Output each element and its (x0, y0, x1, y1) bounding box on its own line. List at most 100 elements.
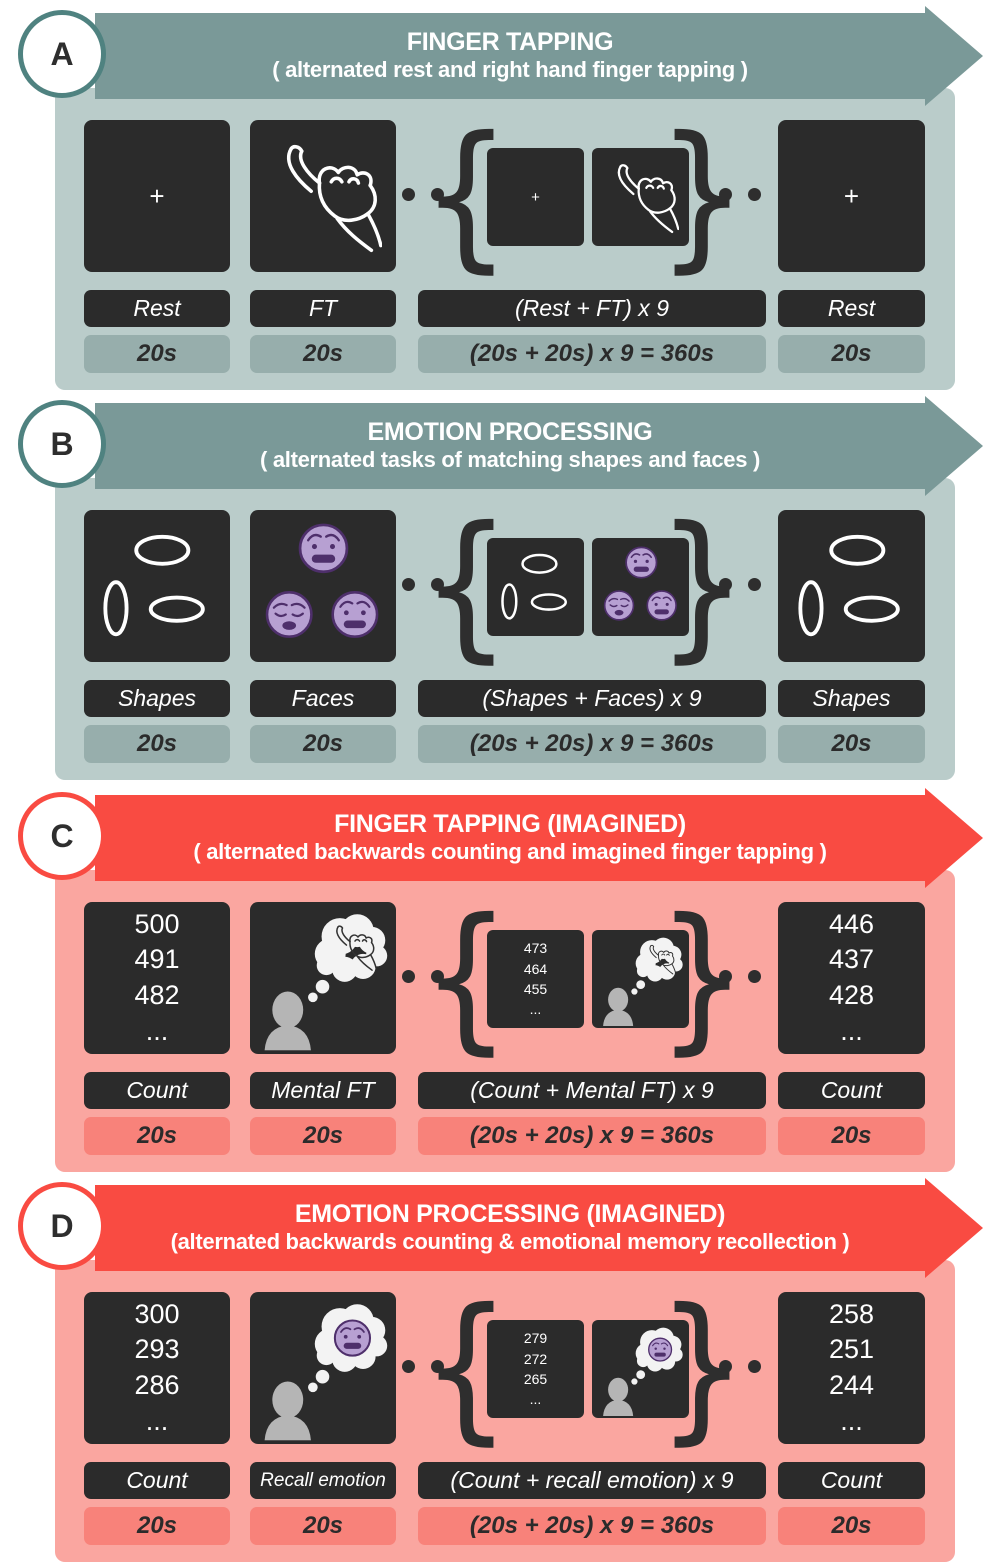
mental-ft-screen (250, 902, 396, 1054)
shapes-icon (782, 513, 922, 659)
block-duration: (20s + 20s) x 9 = 360s (418, 1117, 766, 1155)
block-label: Faces (250, 680, 396, 717)
panel-a-subtitle: ( alternated rest and right hand finger … (272, 57, 748, 83)
count-screen-small: 279 272 265 ... (487, 1320, 584, 1418)
panel-c-subtitle: ( alternated backwards counting and imag… (193, 839, 827, 865)
ellipsis-dots (402, 1360, 444, 1373)
block-label: Shapes (778, 680, 925, 717)
block-duration: 20s (250, 1507, 396, 1545)
block-duration: 20s (778, 1117, 925, 1155)
count-screen: 446 437 428 ... (778, 902, 925, 1054)
countdown-numbers: 300 293 286 ... (134, 1298, 180, 1436)
ellipsis-dots (719, 188, 761, 201)
block-label: Count (778, 1072, 925, 1109)
block-label: FT (250, 290, 396, 327)
shapes-screen-small (487, 538, 584, 636)
block-duration: 20s (84, 725, 230, 763)
panel-d-letter-badge: D (18, 1182, 106, 1270)
panel-a-title: FINGER TAPPING (406, 28, 614, 57)
block-duration: 20s (84, 335, 230, 373)
shapes-icon (87, 513, 227, 659)
ellipsis-dots (402, 188, 444, 201)
panel-c-title-arrow: FINGER TAPPING (IMAGINED) ( alternated b… (95, 788, 983, 888)
block-label: (Count + recall emotion) x 9 (418, 1462, 766, 1499)
panel-emotion-processing: EMOTION PROCESSING ( alternated tasks of… (0, 396, 1000, 788)
block-duration: 20s (778, 1507, 925, 1545)
block-duration: (20s + 20s) x 9 = 360s (418, 1507, 766, 1545)
panel-d-subtitle: (alternated backwards counting & emotion… (170, 1229, 850, 1255)
panel-finger-tapping: FINGER TAPPING ( alternated rest and rig… (0, 6, 1000, 398)
panel-d-title: EMOTION PROCESSING (IMAGINED) (294, 1200, 726, 1229)
close-brace-icon: } (656, 103, 748, 288)
open-brace-icon: { (420, 1275, 512, 1460)
countdown-numbers: 258 251 244 ... (828, 1298, 875, 1436)
panel-finger-tapping-imagined: FINGER TAPPING (IMAGINED) ( alternated b… (0, 788, 1000, 1180)
finger-tapping-screen (250, 120, 396, 272)
panel-emotion-processing-imagined: EMOTION PROCESSING (IMAGINED) (alternate… (0, 1178, 1000, 1562)
panel-c-letter-badge: C (18, 792, 106, 880)
close-brace-icon: } (656, 493, 748, 678)
ellipsis-dots (402, 970, 444, 983)
countdown-numbers: 500 491 482 ... (134, 908, 180, 1046)
block-label: (Count + Mental FT) x 9 (418, 1072, 766, 1109)
rest-screen-small: + (487, 148, 584, 246)
recall-emotion-screen-small (592, 1320, 689, 1418)
ellipsis-dots (402, 578, 444, 591)
panel-b-title-arrow: EMOTION PROCESSING ( alternated tasks of… (95, 396, 983, 496)
hand-icon (264, 137, 382, 255)
ellipsis-dots (719, 1360, 761, 1373)
block-label: Rest (778, 290, 925, 327)
count-screen: 500 491 482 ... (84, 902, 230, 1054)
block-label: Shapes (84, 680, 230, 717)
thought-bubble-hand-icon (253, 905, 393, 1051)
block-duration: 20s (84, 1507, 230, 1545)
open-brace-icon: { (420, 103, 512, 288)
count-screen-small: 473 464 455 ... (487, 930, 584, 1028)
finger-tapping-screen-small (592, 148, 689, 246)
open-brace-icon: { (420, 493, 512, 678)
block-label: Rest (84, 290, 230, 327)
block-duration: 20s (250, 335, 396, 373)
fixation-cross-icon: + (531, 188, 540, 206)
block-label: Count (778, 1462, 925, 1499)
shapes-icon (490, 540, 582, 634)
rest-screen: + (778, 120, 925, 272)
count-screen: 300 293 286 ... (84, 1292, 230, 1444)
block-label: Mental FT (250, 1072, 396, 1109)
panel-b-title: EMOTION PROCESSING (367, 418, 653, 447)
block-duration: 20s (778, 725, 925, 763)
block-duration: 20s (778, 335, 925, 373)
ellipsis-dots (719, 970, 761, 983)
faces-icon (253, 513, 393, 659)
panel-a-letter-badge: A (18, 10, 106, 98)
block-label: Count (84, 1072, 230, 1109)
panel-d-title-arrow: EMOTION PROCESSING (IMAGINED) (alternate… (95, 1178, 983, 1278)
block-duration: 20s (250, 1117, 396, 1155)
shapes-screen (778, 510, 925, 662)
recall-emotion-screen (250, 1292, 396, 1444)
block-label: (Rest + FT) x 9 (418, 290, 766, 327)
close-brace-icon: } (656, 885, 748, 1070)
open-brace-icon: { (420, 885, 512, 1070)
block-duration: (20s + 20s) x 9 = 360s (418, 335, 766, 373)
ellipsis-dots (719, 578, 761, 591)
block-label: Recall emotion (250, 1462, 396, 1499)
panel-a-title-arrow: FINGER TAPPING ( alternated rest and rig… (95, 6, 983, 106)
block-label: Count (84, 1462, 230, 1499)
panel-c-title: FINGER TAPPING (IMAGINED) (334, 810, 686, 839)
rest-screen: + (84, 120, 230, 272)
panel-b-subtitle: ( alternated tasks of matching shapes an… (259, 447, 760, 473)
countdown-numbers: 446 437 428 ... (828, 908, 875, 1046)
block-duration: 20s (250, 725, 396, 763)
count-screen: 258 251 244 ... (778, 1292, 925, 1444)
faces-screen (250, 510, 396, 662)
mental-ft-screen-small (592, 930, 689, 1028)
thought-bubble-face-icon (253, 1295, 393, 1441)
block-duration: 20s (84, 1117, 230, 1155)
block-label: (Shapes + Faces) x 9 (418, 680, 766, 717)
fixation-cross-icon: + (843, 180, 860, 211)
close-brace-icon: } (656, 1275, 748, 1460)
countdown-numbers: 279 272 265 ... (523, 1330, 548, 1408)
shapes-screen (84, 510, 230, 662)
